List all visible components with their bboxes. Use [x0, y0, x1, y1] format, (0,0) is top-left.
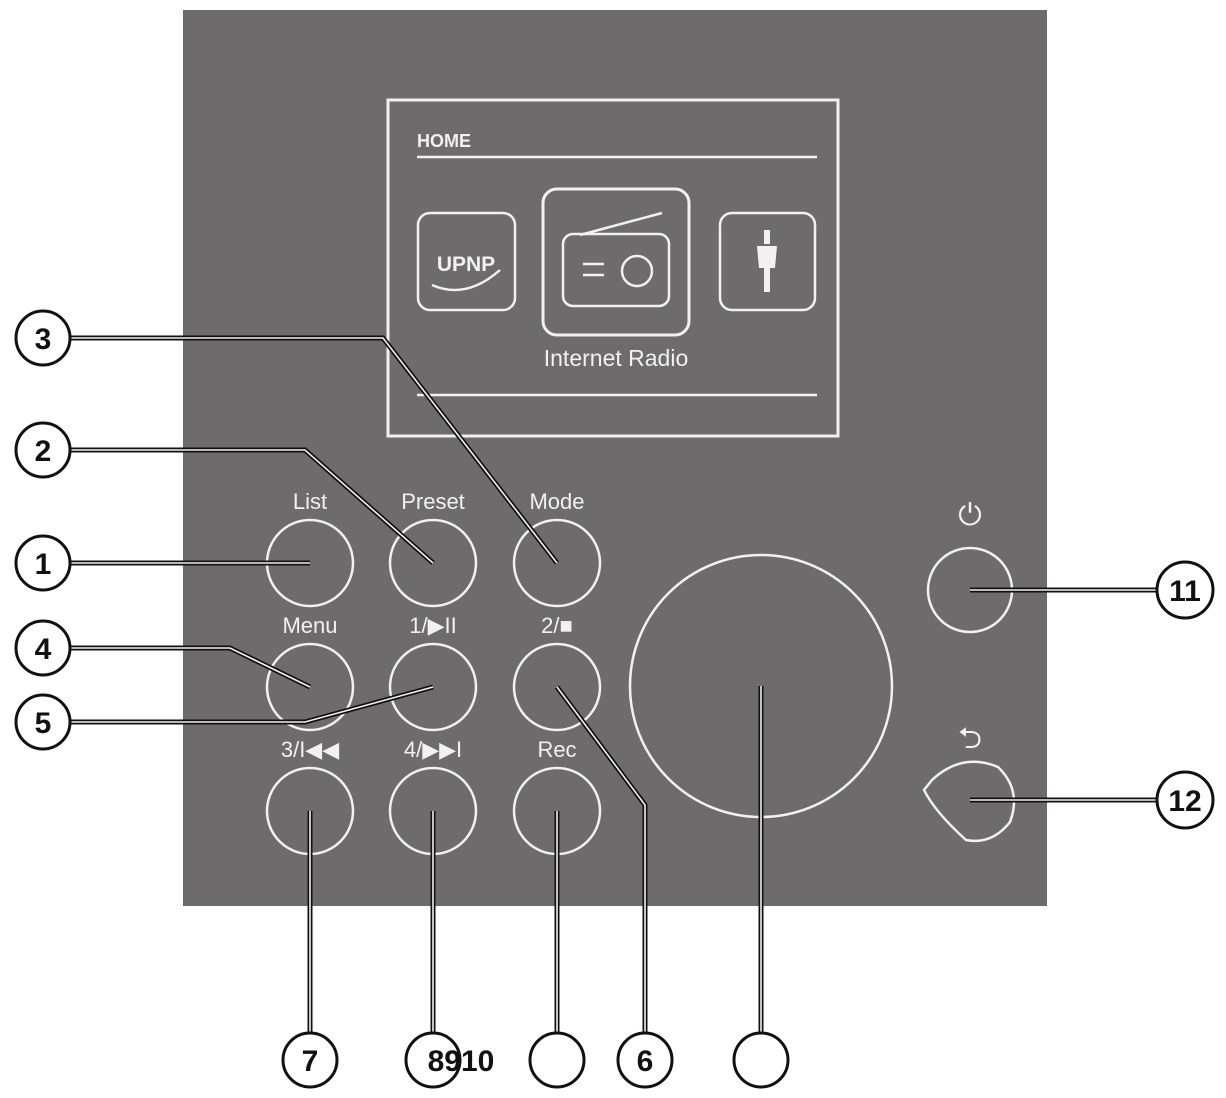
next-label: 4/▶▶I	[404, 737, 462, 762]
callout-3-number: 3	[35, 323, 52, 356]
mode-button[interactable]	[512, 518, 602, 608]
panel-body	[183, 10, 1047, 906]
callout-blank-1	[528, 1031, 586, 1089]
list-label: List	[293, 489, 327, 514]
screen-title: HOME	[417, 131, 471, 151]
callout-4-number: 4	[35, 633, 52, 666]
back-icon: ⮌	[958, 722, 982, 755]
callout-7	[281, 1031, 339, 1089]
callout-4	[14, 619, 72, 677]
preset-button[interactable]	[388, 518, 478, 608]
radio-icon	[541, 187, 691, 337]
callout-2	[14, 421, 72, 479]
mode-label: Mode	[529, 489, 584, 514]
preset-label: Preset	[401, 489, 465, 514]
callout-blank-2	[732, 1031, 790, 1089]
leader-lines	[70, 335, 1157, 1033]
play-pause-label: 1/▶II	[409, 613, 457, 638]
menu-label: Menu	[282, 613, 337, 638]
callout-12	[1155, 770, 1215, 830]
upnp-icon: UPNP	[416, 211, 517, 312]
callout-8910	[404, 1031, 462, 1089]
lcd-screen: HOME UPNP Internet Radio	[386, 98, 840, 438]
callout-3	[14, 309, 72, 367]
callout-11-number: 11	[1169, 575, 1201, 608]
callout-11	[1155, 560, 1215, 620]
callout-6	[616, 1031, 674, 1089]
callout-6-number: 6	[637, 1045, 654, 1078]
callout-2-number: 2	[35, 435, 52, 468]
callout-7-number: 7	[302, 1045, 319, 1078]
stop-button[interactable]	[512, 642, 602, 732]
prev-label: 3/I◀◀	[281, 737, 339, 762]
callout-5-number: 5	[35, 707, 52, 740]
back-button[interactable]	[922, 760, 1016, 843]
power-icon: ⏻	[958, 499, 982, 532]
rec-label: Rec	[537, 737, 576, 762]
callout-1	[14, 534, 72, 592]
upnp-label: UPNP	[437, 253, 495, 276]
selected-caption: Internet Radio	[544, 345, 688, 371]
callout-1-number: 1	[35, 548, 52, 581]
callout-8910-number: 8910	[428, 1045, 495, 1078]
aux-jack-icon	[718, 211, 817, 312]
callout-circles	[14, 309, 1215, 1089]
menu-button[interactable]	[265, 642, 355, 732]
callout-12-number: 12	[1168, 785, 1201, 818]
callout-5	[14, 693, 72, 751]
play-pause-button[interactable]	[388, 642, 478, 732]
stop-label: 2/■	[541, 613, 573, 638]
